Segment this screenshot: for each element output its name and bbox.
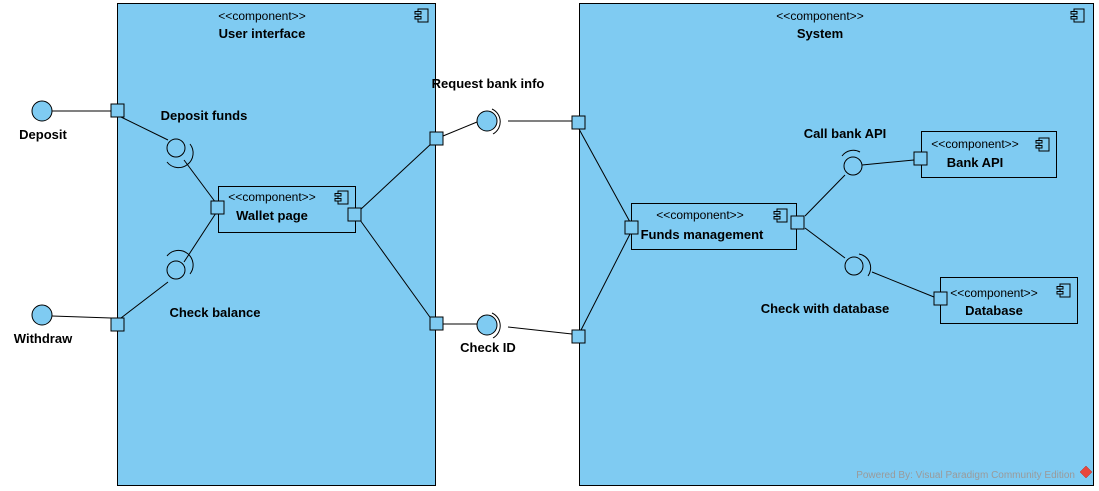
interface-check-balance[interactable]: Check balance <box>166 249 261 320</box>
component-database[interactable]: <<component>> Database <box>940 277 1078 324</box>
interface-deposit[interactable]: Deposit <box>19 100 68 142</box>
port-check-id[interactable] <box>429 316 444 331</box>
bank-api-name: Bank API <box>947 155 1004 170</box>
deposit-funds-label: Deposit funds <box>161 108 248 123</box>
funds-management-name: Funds management <box>641 227 764 242</box>
port-system-request-bank-info[interactable] <box>571 115 586 130</box>
port-wallet-left[interactable] <box>210 200 225 215</box>
port-deposit[interactable] <box>110 103 125 118</box>
watermark-text: Powered By: Visual Paradigm Community Ed… <box>856 470 1075 481</box>
withdraw-label: Withdraw <box>14 331 73 346</box>
interface-request-bank-info[interactable]: Request bank info <box>432 76 545 135</box>
port-bank-api[interactable] <box>913 151 928 166</box>
check-with-database-label: Check with database <box>761 301 890 316</box>
component-funds-management[interactable]: <<component>> Funds management <box>631 203 797 250</box>
system-stereotype: <<component>> <box>776 9 863 23</box>
system-name: System <box>797 26 843 41</box>
port-request-bank-info[interactable] <box>429 131 444 146</box>
interface-check-id[interactable]: Check ID <box>460 312 516 355</box>
request-bank-info-label: Request bank info <box>432 76 545 91</box>
interface-withdraw[interactable]: Withdraw <box>14 304 73 346</box>
deposit-label: Deposit <box>19 127 67 142</box>
port-withdraw[interactable] <box>110 317 125 332</box>
wallet-page-stereotype: <<component>> <box>228 190 315 204</box>
component-user-interface[interactable]: <<component>> User interface <box>117 3 436 486</box>
port-database[interactable] <box>933 291 948 306</box>
visual-paradigm-logo-icon <box>1079 465 1093 479</box>
bank-api-stereotype: <<component>> <box>931 137 1018 151</box>
port-system-check-id[interactable] <box>571 329 586 344</box>
funds-management-stereotype: <<component>> <box>656 208 743 222</box>
database-stereotype: <<component>> <box>950 286 1037 300</box>
interface-check-with-database[interactable]: Check with database <box>761 253 890 316</box>
port-funds-left[interactable] <box>624 220 639 235</box>
user-interface-name: User interface <box>219 26 306 41</box>
connectors <box>51 110 935 335</box>
check-balance-label: Check balance <box>169 305 260 320</box>
interface-deposit-funds[interactable]: Deposit funds <box>161 108 248 169</box>
port-funds-right[interactable] <box>790 215 805 230</box>
call-bank-api-label: Call bank API <box>804 126 887 141</box>
port-wallet-right[interactable] <box>347 207 362 222</box>
user-interface-stereotype: <<component>> <box>218 9 305 23</box>
component-wallet-page[interactable]: <<component>> Wallet page <box>218 186 356 233</box>
wallet-page-name: Wallet page <box>236 208 308 223</box>
check-id-label: Check ID <box>460 340 516 355</box>
component-bank-api[interactable]: <<component>> Bank API <box>921 131 1057 178</box>
database-name: Database <box>965 303 1023 318</box>
interface-call-bank-api[interactable]: Call bank API <box>804 126 887 176</box>
